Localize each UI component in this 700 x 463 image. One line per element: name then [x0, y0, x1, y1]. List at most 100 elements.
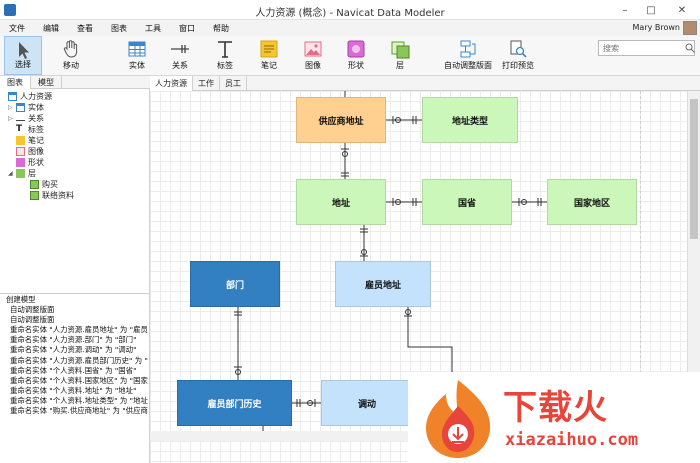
- log-line: 重命名实体 "人力资源.部门" 为 "部门": [10, 335, 137, 345]
- log-line: 自动调整版面: [10, 305, 55, 315]
- tab-employee[interactable]: 员工: [220, 76, 247, 91]
- scrollbar-thumb[interactable]: [690, 99, 698, 239]
- menu-window[interactable]: 窗口: [179, 23, 195, 33]
- tab-work[interactable]: 工作: [193, 76, 220, 91]
- entity-country[interactable]: 国家地区: [547, 179, 637, 225]
- entity-tool-button[interactable]: 实体: [118, 36, 156, 75]
- log-line: 重命名实体 "个人资料.地址" 为 "地址": [10, 385, 137, 395]
- table-icon: [16, 103, 25, 112]
- tree-image[interactable]: 图像: [16, 146, 44, 157]
- entity-employee-address[interactable]: 雇员地址: [335, 261, 431, 307]
- autolayout-button[interactable]: 自动调整版面: [443, 36, 493, 75]
- autolayout-icon: [460, 40, 476, 58]
- menu-file[interactable]: 文件: [9, 23, 25, 33]
- layer-icon: [30, 180, 39, 189]
- shape-icon: [347, 40, 365, 58]
- tree-layer-contact[interactable]: 联络资料: [30, 190, 74, 201]
- window-title: 人力资源 (概念) - Navicat Data Modeler: [255, 8, 445, 19]
- search-input[interactable]: [598, 40, 695, 56]
- horizontal-scrollbar[interactable]: [150, 431, 412, 441]
- layer-icon: [30, 191, 39, 200]
- menu-diagram[interactable]: 图表: [111, 23, 127, 33]
- collapse-arrow-icon[interactable]: ◢: [8, 170, 13, 177]
- note-tool-label: 笔记: [261, 61, 277, 70]
- log-line: 重命名实体 "人力资源.调动" 为 "调动": [10, 345, 137, 355]
- expand-arrow-icon[interactable]: ▷: [8, 115, 13, 122]
- print-preview-label: 打印预览: [502, 61, 534, 70]
- tree-entity[interactable]: ▷ 实体: [8, 102, 44, 113]
- menu-edit[interactable]: 编辑: [43, 23, 59, 33]
- text-icon: T: [16, 124, 23, 134]
- layer-tool-button[interactable]: 层: [381, 36, 419, 75]
- menu-bar: 文件 编辑 查看 图表 工具 窗口 帮助: [0, 20, 700, 36]
- relation-icon: [171, 45, 189, 53]
- tree-relation[interactable]: ▷ 关系: [8, 113, 44, 124]
- note-tool-button[interactable]: 笔记: [250, 36, 288, 75]
- entity-supplier-address[interactable]: 供应商地址: [296, 97, 386, 143]
- entity-province[interactable]: 国省: [422, 179, 512, 225]
- close-icon[interactable]: ✕: [677, 4, 687, 16]
- window-controls: – □ ✕: [612, 0, 700, 20]
- tree-root[interactable]: 人力资源: [8, 91, 52, 102]
- entity-employee-dept-history[interactable]: 雇员部门历史: [177, 380, 292, 426]
- user-name[interactable]: Mary Brown: [632, 23, 680, 32]
- document-tabs: 人力资源 工作 员工: [150, 76, 700, 91]
- layer-icon: [16, 169, 25, 178]
- menu-help[interactable]: 帮助: [213, 23, 229, 33]
- text-icon: [218, 41, 232, 58]
- log-line: 重命名实体 "个人资料.国家地区" 为 "国家: [10, 375, 148, 385]
- entity-transfer[interactable]: 调动: [321, 380, 413, 426]
- tree-relation-label: 关系: [28, 114, 44, 123]
- tab-model[interactable]: 模型: [31, 76, 62, 89]
- select-tool-button[interactable]: 选择: [4, 36, 42, 75]
- tree-layer-purchase-label: 购买: [42, 180, 58, 189]
- log-line: 重命名实体 "个人资料.国省" 为 "国省": [10, 365, 137, 375]
- entity-department[interactable]: 部门: [190, 261, 280, 307]
- tree-root-label: 人力资源: [20, 92, 52, 101]
- vertical-scrollbar[interactable]: [687, 91, 700, 463]
- tree-label[interactable]: T 标签: [16, 124, 44, 135]
- watermark-logo: [426, 380, 491, 458]
- menu-view[interactable]: 查看: [77, 23, 93, 33]
- tree-layer-purchase[interactable]: 购买: [30, 179, 58, 190]
- minimize-icon[interactable]: –: [622, 4, 628, 16]
- move-tool-label: 移动: [63, 61, 79, 70]
- label-tool-button[interactable]: 标签: [206, 36, 244, 75]
- tab-diagram[interactable]: 图表: [0, 76, 31, 89]
- tree-note[interactable]: 笔记: [16, 135, 44, 146]
- expand-arrow-icon[interactable]: ▷: [8, 104, 13, 111]
- layer-icon: [391, 41, 410, 59]
- menu-tools[interactable]: 工具: [145, 23, 161, 33]
- tree-layer[interactable]: ◢ 层: [8, 168, 36, 179]
- tree-image-label: 图像: [28, 147, 44, 156]
- watermark-brand: 下载火: [503, 388, 608, 428]
- avatar[interactable]: [683, 21, 697, 35]
- relation-tool-label: 关系: [172, 61, 188, 70]
- maximize-icon[interactable]: □: [646, 4, 656, 16]
- diagram-icon: [8, 92, 17, 101]
- print-preview-button[interactable]: 打印预览: [499, 36, 537, 75]
- entity-address-type[interactable]: 地址类型: [422, 97, 518, 143]
- layer-tool-label: 层: [396, 61, 404, 70]
- log-line: 自动调整版面: [10, 315, 55, 325]
- shape-icon: [16, 158, 25, 167]
- tree-layer-label: 层: [28, 169, 36, 178]
- entity-address[interactable]: 地址: [296, 179, 386, 225]
- left-panel: 图表 模型 人力资源 ▷ 实体 ▷ 关系 T 标签 笔记 图像: [0, 76, 150, 463]
- left-tabs: 图表 模型: [0, 76, 150, 89]
- entity-tool-label: 实体: [129, 61, 145, 70]
- tree-shape[interactable]: 形状: [16, 157, 44, 168]
- relation-tool-button[interactable]: 关系: [161, 36, 199, 75]
- print-preview-icon: [510, 40, 527, 58]
- autolayout-label: 自动调整版面: [444, 61, 492, 70]
- search-icon[interactable]: [685, 43, 695, 53]
- watermark-url: xiazaihuo.com: [505, 430, 639, 450]
- image-tool-button[interactable]: 图像: [294, 36, 332, 75]
- log-line: 重命名实体 "人力资源.雇员部门历史" 为 ": [10, 355, 148, 365]
- history-log: 创建模型 自动调整版面 自动调整版面 重命名实体 "人力资源.雇员地址" 为 "…: [0, 293, 150, 463]
- move-tool-button[interactable]: 移动: [52, 36, 90, 75]
- shape-tool-button[interactable]: 形状: [337, 36, 375, 75]
- log-line: 重命名实体 "购买.供应商地址" 为 "供应商: [10, 406, 148, 416]
- tree-layer-contact-label: 联络资料: [42, 191, 74, 200]
- tab-hr[interactable]: 人力资源: [150, 76, 193, 91]
